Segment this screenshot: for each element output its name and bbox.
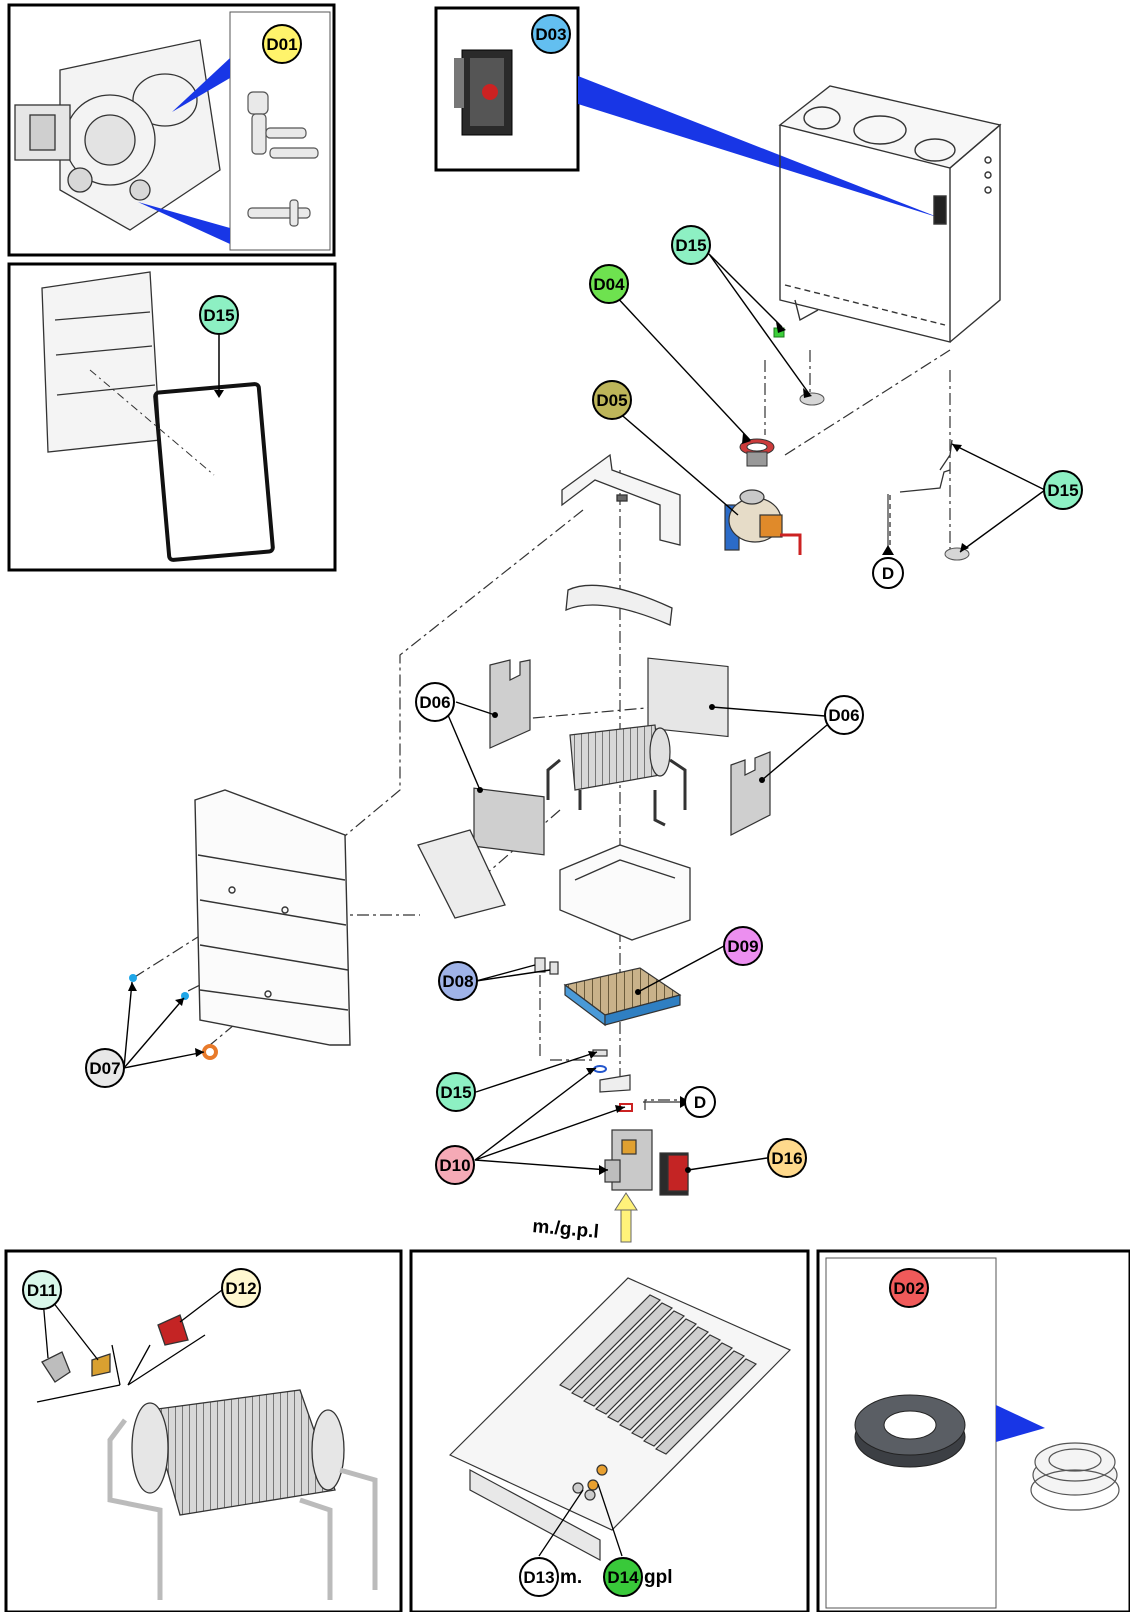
leader-dots	[128, 322, 969, 1175]
pressure-switch-drawing	[454, 49, 513, 136]
venturi-part-drawing	[247, 91, 319, 227]
callout-wedge-d01	[172, 58, 230, 112]
caption-d13-suffix: m.	[560, 1567, 582, 1588]
badge-d12: D12	[221, 1268, 261, 1308]
label-d15-top: D15	[675, 236, 706, 255]
leader-lines	[123, 253, 1046, 1171]
casing-cover-drawing	[41, 271, 161, 453]
fan-motor-drawing	[14, 39, 221, 231]
label-d01: D01	[266, 35, 297, 54]
label-d15-right: D15	[1047, 481, 1078, 500]
label-d15-inset: D15	[203, 306, 234, 325]
connector-d-bottom	[684, 1086, 716, 1118]
label-connector-top: D	[882, 564, 894, 583]
heat-exchanger-drawing	[546, 724, 687, 827]
badge-d03	[531, 14, 571, 54]
inset-d01-fan-parts: D01	[7, 3, 336, 257]
label-d10: D10	[439, 1156, 470, 1175]
callout-wedge-d02	[996, 1405, 1045, 1442]
badge-d09: D09	[723, 926, 763, 966]
badge-d07: D07	[85, 1048, 125, 1088]
badge-d15-right: D15	[1043, 470, 1083, 510]
frame-bracket-drawing	[561, 453, 681, 546]
sensor-probe-drawing	[889, 439, 953, 545]
gas-inlet-arrow	[614, 1192, 638, 1243]
badge-d08: D08	[438, 961, 478, 1001]
combustion-chamber-front-drawing	[194, 789, 351, 1046]
inset-leaders-d13-d14	[538, 1483, 623, 1557]
connector-arrow-top	[882, 545, 894, 555]
label-d07: D07	[89, 1059, 120, 1078]
inset-d02-cap: D02	[816, 1249, 1130, 1612]
gas-valve-drawing	[592, 1049, 653, 1191]
flue-ring-drawing	[739, 438, 775, 467]
label-d08: D08	[442, 972, 473, 991]
cap-ring-drawing	[854, 1394, 966, 1468]
label-d05: D05	[596, 391, 627, 410]
insulation-panels-drawing	[473, 657, 771, 856]
label-d16: D16	[771, 1149, 802, 1168]
seal-gasket-drawing	[153, 382, 275, 562]
label-d02: D02	[893, 1279, 924, 1298]
badge-d14: D14	[603, 1557, 643, 1597]
callout-wedge-d01-lower	[138, 202, 230, 244]
label-d06-left: D06	[419, 693, 450, 712]
label-d09: D09	[727, 937, 758, 956]
caption-d14-suffix: gpl	[644, 1567, 673, 1588]
badge-d11: D11	[22, 1270, 62, 1310]
gas-type-caption: m./g.p.l	[532, 1216, 600, 1243]
fan-assembly-drawing	[724, 489, 802, 555]
badge-d05: D05	[592, 380, 632, 420]
badge-d16: D16	[767, 1138, 807, 1178]
label-d03: D03	[535, 25, 566, 44]
label-connector-bottom: D	[694, 1093, 706, 1112]
badge-d13: D13	[519, 1557, 559, 1597]
combustion-hood-drawing	[565, 584, 673, 626]
burner-drawing	[563, 967, 682, 1027]
label-d12: D12	[225, 1279, 256, 1298]
burner-frame-drawing	[559, 844, 691, 941]
inset-d11-d12-exchanger: D11 D12	[4, 1249, 403, 1612]
badge-d06-left: D06	[415, 682, 455, 722]
badge-d15-lower: D15	[436, 1072, 476, 1112]
nut-1-drawing	[129, 974, 137, 982]
ignition-unit-drawing	[659, 1152, 689, 1196]
badge-d06-right: D06	[824, 695, 864, 735]
badge-d10: D10	[435, 1145, 475, 1185]
grommet-bottom-drawing	[944, 547, 970, 561]
nut-2-drawing	[181, 992, 189, 1000]
badge-d04: D04	[589, 264, 629, 304]
exchanger-detail-drawing	[41, 1314, 378, 1600]
badge-d15-top: D15	[671, 225, 711, 265]
burner-detail-drawing	[448, 1277, 792, 1562]
inset-d03-pressure-switch: D03	[434, 6, 580, 172]
badge-d02: D02	[889, 1268, 929, 1308]
inset-d15-seal: D15	[7, 262, 337, 572]
connector-d-top	[872, 557, 904, 589]
callout-wedge-d03	[578, 76, 940, 218]
label-d04: D04	[593, 275, 625, 294]
label-d14: D14	[607, 1568, 639, 1587]
label-d06-right: D06	[828, 706, 859, 725]
cabinet-box-drawing	[778, 85, 1002, 343]
label-d13: D13	[523, 1568, 554, 1587]
badge-d15-inset	[199, 295, 239, 335]
washer-drawing	[202, 1044, 218, 1060]
label-d11: D11	[27, 1281, 57, 1300]
flue-adapter-drawing	[1030, 1442, 1120, 1511]
badge-d01	[262, 24, 302, 64]
label-d15-lower: D15	[440, 1083, 471, 1102]
inset-d13-d14-burner: D13 m. D14 gpl	[409, 1249, 810, 1612]
grommet-top-drawing	[799, 392, 825, 406]
cover-plate-drawing	[417, 829, 506, 919]
inset-leaders-d11-d12	[36, 1287, 223, 1403]
